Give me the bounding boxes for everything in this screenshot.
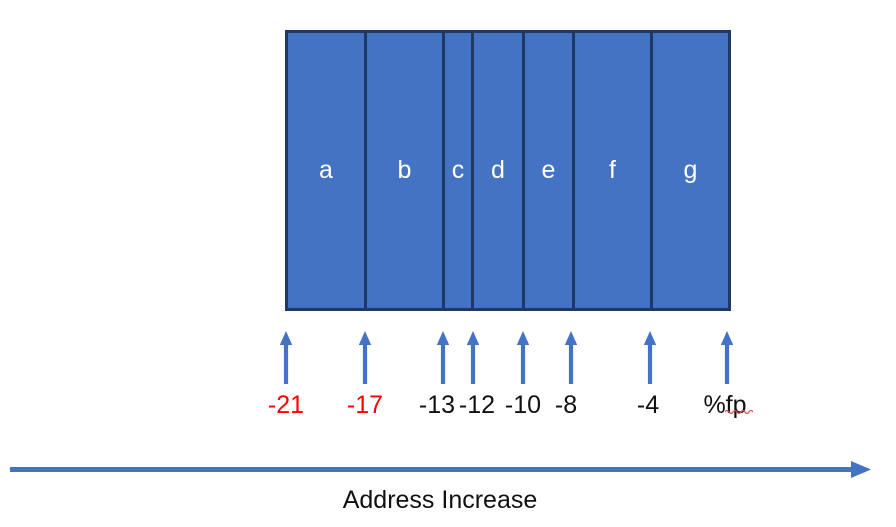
segment-label: f <box>609 156 616 184</box>
memory-segment-d: d <box>474 33 525 308</box>
offset-label: -17 <box>346 391 384 419</box>
offset-up-arrow-icon <box>279 331 293 384</box>
offset-label: %fp <box>683 391 767 419</box>
offset-up-arrow-icon <box>643 331 657 384</box>
offset-up-arrow-icon <box>720 331 734 384</box>
memory-segment-c: c <box>445 33 474 308</box>
memory-segment-b: b <box>367 33 445 308</box>
segment-label: g <box>683 156 698 184</box>
offset-label: -10 <box>504 391 542 419</box>
offset-up-arrow-icon <box>358 331 372 384</box>
offset-label: -12 <box>458 391 496 419</box>
offset-label: -13 <box>418 391 456 419</box>
memory-segment-g: g <box>653 33 728 308</box>
offset-up-arrow-icon <box>436 331 450 384</box>
offset-up-arrow-icon <box>466 331 480 384</box>
spellcheck-squiggle-icon <box>724 392 754 420</box>
offset-label: -21 <box>267 391 305 419</box>
segment-label: d <box>491 156 505 184</box>
offset-label: -4 <box>636 391 660 419</box>
offset-up-arrow-icon <box>516 331 530 384</box>
memory-segment-f: f <box>575 33 653 308</box>
address-axis-label: Address Increase <box>342 486 538 514</box>
segment-label: b <box>397 156 412 184</box>
segment-label: a <box>319 156 333 184</box>
offset-up-arrow-icon <box>564 331 578 384</box>
segment-label: c <box>451 156 465 184</box>
memory-segment-a: a <box>288 33 367 308</box>
address-increase-arrow-icon <box>10 461 871 478</box>
memory-segment-e: e <box>525 33 575 308</box>
offset-label: -8 <box>554 391 578 419</box>
segment-label: e <box>541 156 556 184</box>
